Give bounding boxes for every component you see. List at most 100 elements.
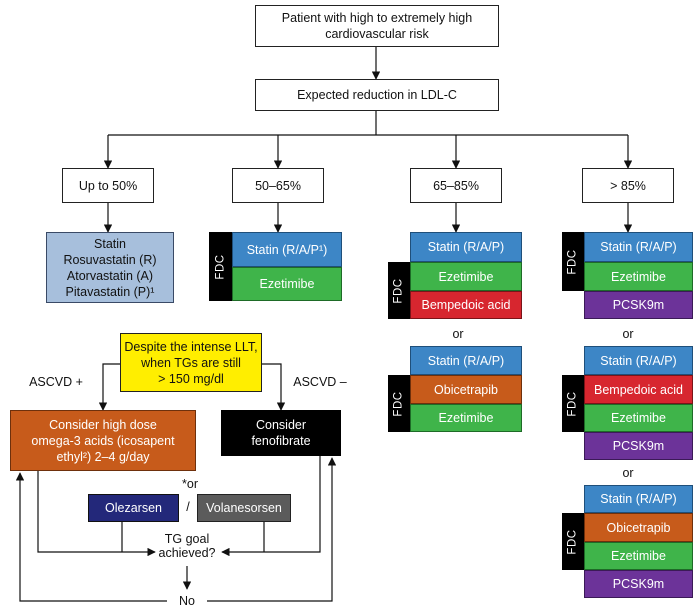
level-up-to-50: Up to 50% bbox=[62, 168, 154, 203]
tg-question-line3: > 150 mg/dl bbox=[158, 371, 224, 386]
bempedoic-acid-label: Bempedoic acid bbox=[594, 382, 683, 397]
pcsk9m-box: PCSK9m bbox=[584, 291, 693, 319]
tg-question-line1: Despite the intense LLT, bbox=[124, 339, 258, 354]
statin-label: Statin (R/A/P) bbox=[427, 353, 505, 368]
fdc-label: FDC bbox=[567, 390, 580, 417]
statin-box: Statin (R/A/P) bbox=[584, 232, 693, 262]
fdc-bar: FDC bbox=[562, 375, 584, 432]
ezetimibe-box: Ezetimibe bbox=[584, 404, 693, 432]
obicetrapib-label: Obicetrapib bbox=[606, 520, 671, 535]
ezetimibe-label: Ezetimibe bbox=[438, 411, 494, 425]
ezetimibe-label: Ezetimibe bbox=[611, 549, 666, 563]
patient-risk-box: Patient with high to extremely high card… bbox=[255, 5, 499, 47]
bempedoic-acid-box: Bempedoic acid bbox=[410, 291, 522, 319]
ezetimibe-box: Ezetimibe bbox=[584, 262, 693, 291]
patient-risk-line1: Patient with high to extremely high bbox=[281, 11, 473, 25]
statin-label: Statin (R/A/P) bbox=[600, 353, 677, 368]
fdc-bar: FDC bbox=[388, 262, 410, 319]
fdc-bar: FDC bbox=[209, 232, 232, 301]
ezetimibe-box: Ezetimibe bbox=[410, 404, 522, 432]
statin-box: Statin (R/A/P¹) bbox=[232, 232, 342, 267]
statin-label: Statin (R/A/P¹) bbox=[246, 242, 328, 257]
fdc-label: FDC bbox=[214, 253, 227, 280]
atorvastatin-label: Atorvastatin (A) bbox=[66, 268, 154, 283]
pcsk9m-box: PCSK9m bbox=[584, 570, 693, 598]
pcsk9m-label: PCSK9m bbox=[612, 298, 665, 312]
fdc-bar: FDC bbox=[388, 375, 410, 432]
omega3-line3: ethyl²) 2–4 g/day bbox=[56, 449, 150, 464]
volanesorsen-label: Volanesorsen bbox=[206, 501, 282, 515]
tg-goal-question: TG goal achieved? bbox=[147, 532, 227, 560]
pcsk9m-label: PCSK9m bbox=[612, 577, 665, 591]
or-separator: or bbox=[622, 466, 634, 480]
level-over-85: > 85% bbox=[582, 168, 674, 203]
patient-risk-line2: cardiovascular risk bbox=[325, 27, 429, 41]
tg-question-box: Despite the intense LLT, when TGs are st… bbox=[120, 333, 262, 392]
fdc-label: FDC bbox=[393, 390, 406, 417]
volanesorsen-box: Volanesorsen bbox=[197, 494, 291, 522]
omega3-box: Consider high dose omega-3 acids (icosap… bbox=[10, 410, 196, 471]
ldl-reduction-box: Expected reduction in LDL-C bbox=[255, 79, 499, 111]
tg-goal-line1: TG goal bbox=[164, 532, 210, 546]
statin-monotherapy-box: Statin Rosuvastatin (R) Atorvastatin (A)… bbox=[46, 232, 174, 303]
level-50-65: 50–65% bbox=[232, 168, 324, 203]
olezarsen-label: Olezarsen bbox=[105, 501, 162, 515]
omega3-line1: Consider high dose bbox=[49, 417, 157, 432]
arrow-ascvd-plus bbox=[98, 363, 120, 411]
loop-no-to-omega bbox=[15, 472, 167, 602]
pitavastatin-label: Pitavastatin (P)¹ bbox=[65, 284, 155, 299]
ezetimibe-label: Ezetimibe bbox=[611, 269, 666, 284]
loop-no-to-feno bbox=[207, 457, 337, 602]
olezarsen-box: Olezarsen bbox=[88, 494, 179, 522]
level-label: 65–85% bbox=[433, 178, 479, 193]
statin-box: Statin (R/A/P) bbox=[410, 346, 522, 375]
statin-label: Statin (R/A/P) bbox=[600, 492, 677, 506]
fenofibrate-box: Consider fenofibrate bbox=[221, 410, 341, 456]
arrow-ascvd-minus bbox=[262, 363, 286, 411]
or-separator: or bbox=[622, 327, 634, 341]
bempedoic-acid-box: Bempedoic acid bbox=[584, 375, 693, 404]
obicetrapib-box: Obicetrapib bbox=[410, 375, 522, 404]
ascvd-plus-label: ASCVD + bbox=[29, 375, 83, 389]
pcsk9m-box: PCSK9m bbox=[584, 432, 693, 460]
ldl-reduction-label: Expected reduction in LDL-C bbox=[297, 88, 457, 102]
statin-box: Statin (R/A/P) bbox=[410, 232, 522, 262]
line-omega-to-goal bbox=[37, 471, 156, 557]
ezetimibe-label: Ezetimibe bbox=[611, 411, 666, 425]
statin-title: Statin bbox=[94, 236, 126, 251]
slash-separator: / bbox=[186, 500, 190, 514]
bempedoic-acid-label: Bempedoic acid bbox=[421, 298, 511, 312]
statin-box: Statin (R/A/P) bbox=[584, 346, 693, 375]
star-or-label: *or bbox=[182, 477, 198, 491]
ezetimibe-label: Ezetimibe bbox=[259, 277, 315, 291]
fdc-label: FDC bbox=[393, 277, 406, 304]
statin-box: Statin (R/A/P) bbox=[584, 485, 693, 513]
ezetimibe-box: Ezetimibe bbox=[584, 542, 693, 570]
level-label: 50–65% bbox=[255, 178, 301, 193]
tg-question-line2: when TGs are still bbox=[141, 355, 241, 370]
fdc-label: FDC bbox=[567, 528, 580, 555]
fdc-bar: FDC bbox=[562, 232, 584, 291]
level-label: Up to 50% bbox=[78, 178, 138, 193]
level-label: > 85% bbox=[610, 178, 646, 193]
level-65-85: 65–85% bbox=[410, 168, 502, 203]
fenofibrate-line2: fenofibrate bbox=[251, 434, 311, 448]
ezetimibe-box: Ezetimibe bbox=[232, 267, 342, 301]
fdc-label: FDC bbox=[567, 248, 580, 275]
obicetrapib-box: Obicetrapib bbox=[584, 513, 693, 542]
omega3-line2: omega-3 acids (icosapent bbox=[31, 433, 175, 448]
line-feno-to-goal bbox=[221, 456, 321, 557]
ascvd-minus-label: ASCVD – bbox=[293, 375, 347, 389]
or-separator: or bbox=[452, 327, 464, 341]
tg-goal-line2: achieved? bbox=[158, 546, 216, 560]
pcsk9m-label: PCSK9m bbox=[612, 439, 665, 453]
statin-label: Statin (R/A/P) bbox=[600, 240, 677, 254]
ezetimibe-label: Ezetimibe bbox=[438, 269, 494, 284]
fenofibrate-line1: Consider bbox=[255, 418, 307, 432]
fdc-bar: FDC bbox=[562, 513, 584, 570]
statin-label: Statin (R/A/P) bbox=[427, 240, 505, 254]
ezetimibe-box: Ezetimibe bbox=[410, 262, 522, 291]
obicetrapib-label: Obicetrapib bbox=[434, 382, 498, 397]
no-label: No bbox=[179, 594, 195, 608]
